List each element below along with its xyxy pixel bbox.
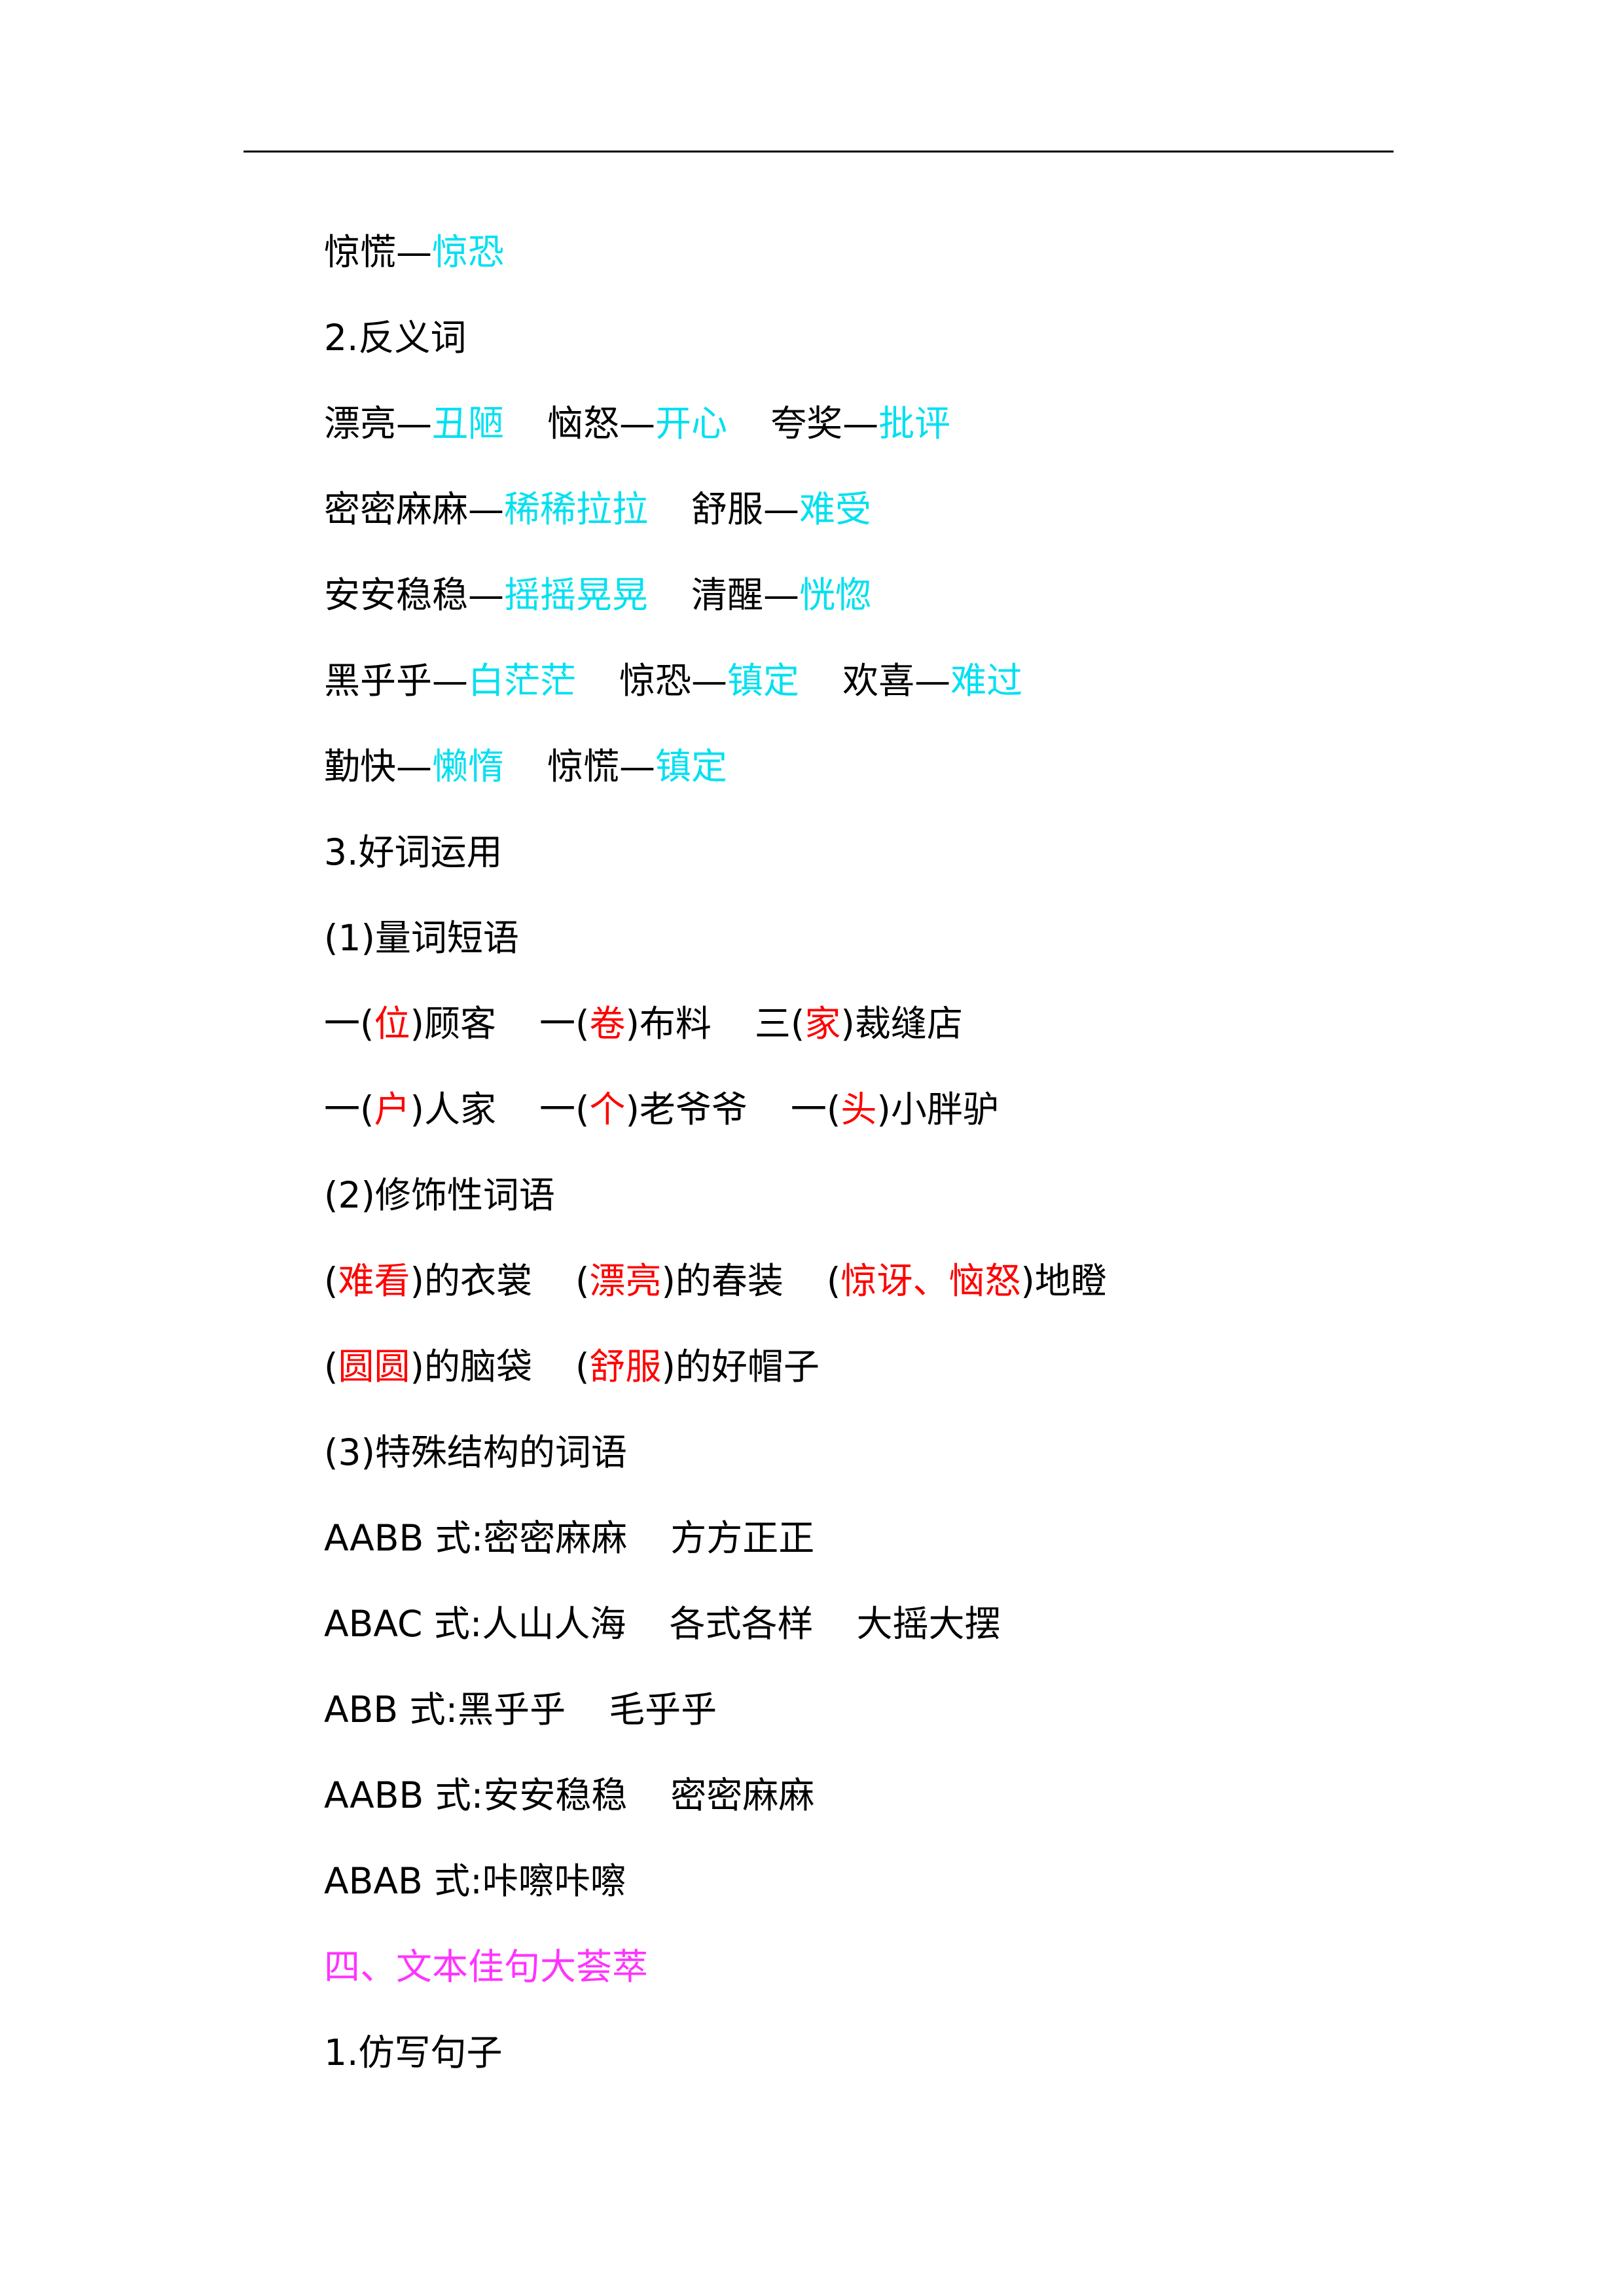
antonym-answer: 镇定 (727, 660, 800, 702)
antonym-pair: 勤快—懒惰 (324, 745, 505, 787)
measure-word-line: 一(户)人家 一(个)老爷爷一(头)小胖驴 (324, 1067, 1502, 1153)
measure-phrase: 一(位)顾客 (324, 1003, 496, 1045)
antonym-line: 黑乎乎—白茫茫惊恐—镇定欢喜—难过 (324, 638, 1502, 724)
fill-answer: 难看 (338, 1260, 410, 1302)
fill-answer: 舒服 (589, 1346, 662, 1388)
fill-answer: 个 (589, 1088, 626, 1130)
fill-answer: 惊讶、恼怒 (840, 1260, 1021, 1302)
structure-example: ABAC 式:人山人海 (324, 1603, 626, 1645)
antonym-pair: 欢喜—难过 (842, 660, 1023, 702)
modifier-phrase: (难看)的衣裳 (324, 1260, 532, 1302)
modifier-phrase: (惊讶、恼怒)地瞪 (826, 1260, 1107, 1302)
antonym-answer: 难过 (950, 660, 1023, 702)
measure-phrase: 一(卷)布料 (539, 1003, 712, 1045)
header-rule (244, 151, 1394, 152)
fill-answer: 漂亮 (589, 1260, 662, 1302)
antonym-answer: 丑陋 (432, 403, 505, 444)
structure-example: AABB 式:密密麻麻 (324, 1517, 628, 1559)
modifier-line: (圆圆)的脑袋 (舒服)的好帽子 (324, 1324, 1502, 1410)
antonym-line: 安安稳稳—摇摇晃晃清醒—恍惚 (324, 552, 1502, 638)
antonym-pair: 惊慌—镇定 (547, 745, 728, 787)
antonym-answer: 开心 (655, 403, 728, 444)
structure-example: 毛乎乎 (609, 1689, 717, 1731)
fill-answer: 家 (804, 1003, 841, 1045)
structure-example: 各式各样 (669, 1603, 814, 1645)
antonym-pair: 黑乎乎—白茫茫 (324, 660, 577, 702)
subheading-measure-words: (1)量词短语 (324, 917, 519, 959)
section-heading-sentences: 四、文本佳句大荟萃 (324, 1946, 649, 1988)
antonym-answer: 摇摇晃晃 (504, 574, 649, 616)
subheading-modifiers: (2)修饰性词语 (324, 1174, 555, 1216)
subheading-imitate-sentences: 1.仿写句子 (324, 2032, 503, 2073)
measure-phrase: 一(头)小胖驴 (790, 1088, 999, 1130)
antonym-pair: 舒服—难受 (691, 488, 872, 530)
modifier-phrase: (漂亮)的春装 (575, 1260, 784, 1302)
measure-phrase: 三(家)裁缝店 (754, 1003, 963, 1045)
synonym-line: 惊慌—惊恐 (324, 209, 1502, 295)
antonym-pair: 恼怒—开心 (547, 403, 728, 444)
antonym-answer: 懒惰 (432, 745, 505, 787)
antonym-answer: 批评 (878, 403, 951, 444)
word: 惊慌—惊恐 (324, 231, 505, 273)
structure-example: 密密麻麻 (670, 1774, 815, 1816)
antonym-pair: 密密麻麻—稀稀拉拉 (324, 488, 649, 530)
antonym-pair: 惊恐—镇定 (619, 660, 800, 702)
structure-example: 大摇大摆 (856, 1603, 1001, 1645)
antonym-answer: 稀稀拉拉 (504, 488, 649, 530)
antonym-pair: 夸奖—批评 (770, 403, 951, 444)
fill-answer: 卷 (589, 1003, 626, 1045)
fill-answer: 头 (840, 1088, 877, 1130)
antonym-line: 勤快—懒惰惊慌—镇定 (324, 724, 1502, 810)
structure-line: ABB 式:黑乎乎 毛乎乎 (324, 1667, 1502, 1753)
structure-example: 方方正正 (670, 1517, 815, 1559)
structure-line: AABB 式:密密麻麻方方正正 (324, 1496, 1502, 1581)
document-body: 惊慌—惊恐 2.反义词 漂亮—丑陋 恼怒—开心 夸奖—批评 密密麻麻—稀稀拉拉舒服—… (324, 209, 1502, 2096)
antonym-pair: 漂亮—丑陋 (324, 403, 505, 444)
fill-answer: 圆圆 (338, 1346, 410, 1388)
structure-example: AABB 式:安安稳稳 (324, 1774, 628, 1816)
antonym-answer: 恍惚 (799, 574, 872, 616)
modifier-line: (难看)的衣裳 (漂亮)的春装 (惊讶、恼怒)地瞪 (324, 1238, 1502, 1324)
measure-phrase: 一(户)人家 (324, 1088, 496, 1130)
synonym-answer: 惊恐 (432, 231, 505, 273)
structure-line: ABAB 式:咔嚓咔嚓 (324, 1860, 626, 1902)
antonym-answer: 白茫茫 (468, 660, 577, 702)
antonym-line: 密密麻麻—稀稀拉拉舒服—难受 (324, 467, 1502, 552)
section-heading-antonyms: 2.反义词 (324, 317, 467, 359)
section-heading-word-usage: 3.好词运用 (324, 831, 503, 873)
subheading-special-structures: (3)特殊结构的词语 (324, 1431, 627, 1473)
structure-line: ABAC 式:人山人海 各式各样大摇大摆 (324, 1581, 1502, 1667)
structure-line: AABB 式:安安稳稳密密麻麻 (324, 1753, 1502, 1839)
antonym-answer: 镇定 (655, 745, 728, 787)
structure-example: ABB 式:黑乎乎 (324, 1689, 566, 1731)
modifier-phrase: (圆圆)的脑袋 (324, 1346, 532, 1388)
fill-answer: 户 (374, 1088, 410, 1130)
antonym-pair: 清醒—恍惚 (691, 574, 872, 616)
measure-phrase: 一(个)老爷爷 (539, 1088, 748, 1130)
antonym-answer: 难受 (799, 488, 872, 530)
modifier-phrase: (舒服)的好帽子 (575, 1346, 820, 1388)
fill-answer: 位 (374, 1003, 410, 1045)
measure-word-line: 一(位)顾客 一(卷)布料三(家)裁缝店 (324, 981, 1502, 1067)
antonym-line: 漂亮—丑陋 恼怒—开心 夸奖—批评 (324, 381, 1502, 467)
antonym-pair: 安安稳稳—摇摇晃晃 (324, 574, 649, 616)
